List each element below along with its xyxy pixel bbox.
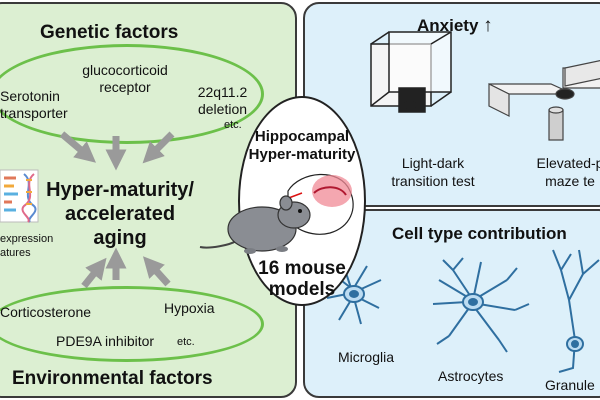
elevated-plus-maze-icon [488, 60, 600, 141]
mouse-models-label: 16 mouse models [258, 258, 346, 300]
genetic-factors-title: Genetic factors [40, 22, 179, 43]
gene-expression-icon [0, 169, 39, 223]
granule-cell-icon [552, 249, 600, 373]
hyper-maturity-center-label: Hyper-maturity/ accelerated aging [46, 179, 194, 249]
factor-arrows [0, 131, 175, 289]
environmental-factors-ellipse [0, 286, 264, 362]
mouse-icon [199, 195, 311, 254]
environmental-factors-title: Environmental factors [12, 368, 213, 389]
astrocytes-label: Astrocytes [438, 368, 504, 384]
hippocampal-hyper-maturity-title: Hippocampal Hyper-maturity [248, 128, 356, 163]
genetic-etc-label: etc. [224, 119, 242, 131]
microglia-label: Microglia [338, 349, 395, 365]
astrocytes-icon [432, 257, 530, 353]
hypoxia-label: Hypoxia [164, 300, 215, 316]
elevated-plus-maze-label: Elevated-p maze te [536, 155, 600, 189]
22q11-deletion-label: 22q11.2 deletion [197, 84, 248, 117]
expression-signatures-label: expression atures [0, 233, 54, 259]
mouse-brain-drawing [199, 173, 354, 254]
arrow-env-left [81, 257, 107, 289]
genetic-factors-ellipse [0, 44, 264, 144]
granule-label: Granule [545, 377, 595, 393]
arrow-up-icon: ↑ [483, 15, 493, 36]
glucocorticoid-receptor-label: glucocorticoid receptor [82, 62, 168, 95]
env-etc-label: etc. [177, 336, 195, 348]
microglia-icon [326, 263, 382, 325]
light-dark-test-label: Light-dark transition test [391, 155, 475, 189]
pde9a-inhibitor-label: PDE9A inhibitor [56, 333, 155, 349]
light-dark-box-icon [370, 31, 452, 113]
cell-type-title: Cell type contribution [392, 224, 567, 243]
arrow-genetic-left [59, 131, 97, 163]
anxiety-title: Anxiety ↑ [417, 15, 493, 36]
behavior-test-drawings [370, 31, 600, 141]
serotonin-transporter-label: Serotonin transporter [0, 88, 68, 121]
cell-type-drawings [326, 249, 600, 373]
corticosterone-label: Corticosterone [0, 304, 92, 320]
arrow-genetic-right [142, 131, 175, 164]
arrow-env-right [142, 256, 171, 287]
